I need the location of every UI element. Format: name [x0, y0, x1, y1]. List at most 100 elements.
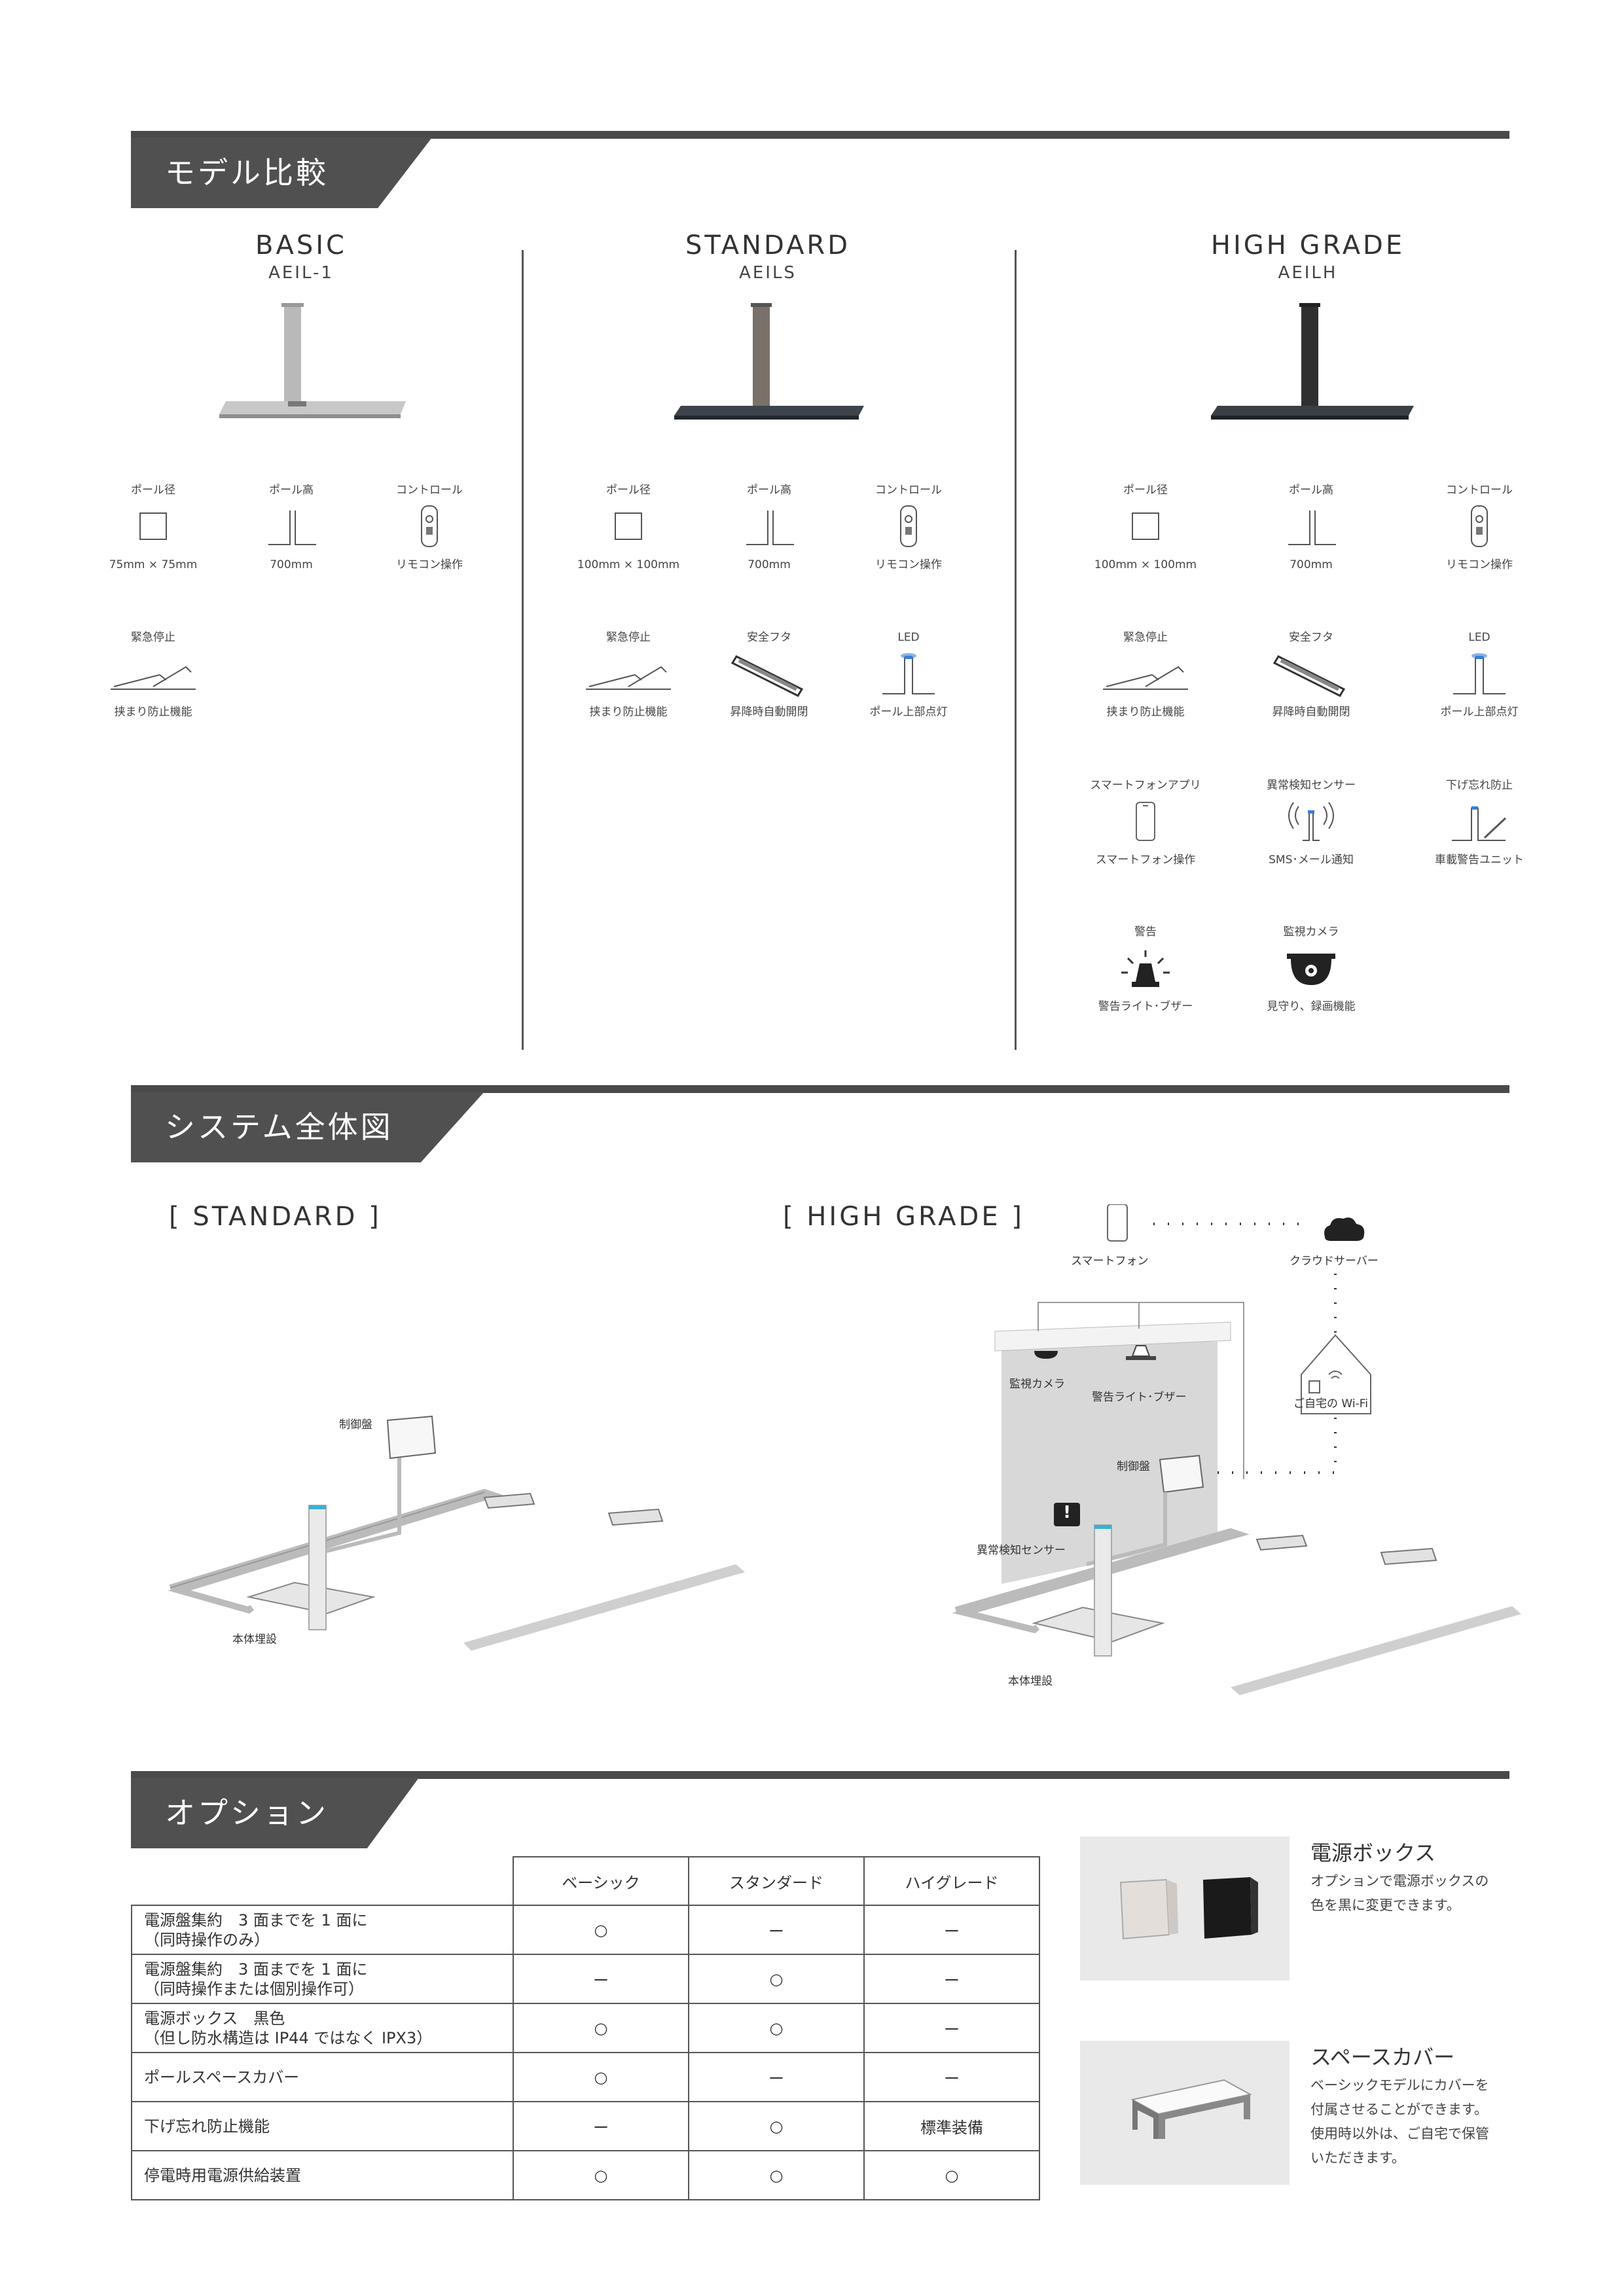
dome-camera-icon	[1287, 954, 1335, 985]
section-title-model-compare: モデル比較	[131, 137, 432, 208]
column-divider-1	[522, 250, 524, 1050]
option-title-space-cover: スペースカバー	[1310, 2045, 1455, 2070]
table-cell: ○	[688, 2003, 865, 2053]
table-header-row: ベーシック スタンダード ハイグレード	[132, 1856, 1040, 1906]
anomaly-sensor-mark: !	[1063, 1503, 1071, 1522]
led-pole-icon	[1453, 653, 1506, 694]
table-cell: ○	[863, 2150, 1040, 2200]
standard-system-diagram	[168, 1415, 745, 1651]
feature-emergency-stop-highgrade: 緊急停止 挟まり防止機能	[1060, 630, 1231, 720]
label-body-buried-standard: 本体埋設	[232, 1633, 277, 1646]
product-image-highgrade	[1211, 303, 1414, 420]
row-label: 電源盤集約 3 面までを 1 面に（同時操作または個別操作可）	[131, 1954, 514, 2004]
table-header: ハイグレード	[863, 1856, 1040, 1906]
option-image-power-box	[1080, 1837, 1290, 1981]
label-body-buried-highgrade: 本体埋設	[1008, 1675, 1053, 1688]
section-rule-model	[131, 131, 1509, 139]
feature-pole-diameter-basic: ポール径 75mm × 75mm	[109, 484, 198, 571]
table-cell: ー	[863, 1905, 1040, 1955]
model-code-basic: AEIL-1	[268, 263, 334, 283]
option-desc-power-box: オプションで電源ボックスの色を黒に変更できます。	[1310, 1873, 1489, 1913]
product-image-basic	[219, 303, 406, 418]
options-table: ベーシック スタンダード ハイグレード 電源盤集約 3 面までを 1 面に（同時…	[131, 1856, 1040, 2200]
feature-pole-diameter-standard: ポール径 100mm × 100mm	[577, 484, 680, 571]
square-icon	[615, 512, 642, 540]
row-label: 電源ボックス 黒色（但し防水構造は IP44 ではなく IPX3）	[131, 2003, 514, 2053]
feature-pole-height-basic: ポール高 700mm	[206, 482, 376, 573]
feature-control-highgrade: コントロール リモコン操作	[1446, 484, 1513, 571]
remote-control-icon	[900, 505, 917, 547]
feature-emergency-stop-basic: 緊急停止 挟まり防止機能	[68, 630, 238, 720]
model-code-standard: AEILS	[739, 263, 797, 283]
table-row: 電源盤集約 3 面までを 1 面に（同時操作または個別操作可） ー ○ ー	[131, 1954, 1040, 2004]
section-title-options: オプション	[131, 1778, 419, 1848]
label-anomaly-sensor: 異常検知センサー	[977, 1544, 1066, 1557]
table-cell: ー	[688, 1905, 865, 1955]
feature-pole-diameter-highgrade: ポール径 100mm × 100mm	[1094, 484, 1197, 571]
table-cell: ○	[513, 2150, 689, 2200]
row-label: ポールスペースカバー	[131, 2052, 514, 2102]
smartphone-icon	[1136, 802, 1155, 841]
feature-led-highgrade: LED ポール上部点灯	[1440, 631, 1519, 719]
table-cell: ー	[863, 1954, 1040, 2004]
table-cell: ー	[863, 2052, 1040, 2102]
row-label: 停電時用電源供給装置	[131, 2150, 514, 2200]
pole-height-icon	[1288, 511, 1336, 545]
feature-safety-lid-standard: 安全フタ 昇降時自動開閉	[730, 631, 808, 719]
feature-led-standard: LED ポール上部点灯	[869, 631, 948, 719]
pole-height-icon	[746, 511, 794, 545]
section-rule-system	[131, 1085, 1509, 1093]
model-name-standard: STANDARD	[685, 230, 851, 260]
pole-height-icon	[268, 511, 316, 545]
row-label: 電源盤集約 3 面までを 1 面に（同時操作のみ）	[131, 1905, 514, 1955]
label-smartphone: スマートフォン	[1071, 1255, 1149, 1268]
table-row: 停電時用電源供給装置 ○ ○ ○	[131, 2150, 1040, 2200]
power-box-illustration	[1119, 1877, 1258, 1940]
feature-warning: 警告 警告ライト･ブザー	[1098, 925, 1193, 1013]
label-home-wifi: ご自宅の Wi-Fi	[1293, 1397, 1368, 1410]
feature-smartphone-app: スマートフォンアプリ スマートフォン操作	[1090, 779, 1201, 867]
feature-anomaly-sensor: 異常検知センサー SMS･メール通知	[1267, 779, 1356, 867]
option-image-space-cover	[1080, 2041, 1290, 2185]
pinch-prevention-icon	[586, 666, 671, 690]
option-title-power-box: 電源ボックス	[1310, 1840, 1436, 1865]
table-cell: ー	[688, 2052, 865, 2102]
table-cell: 標準装備	[863, 2101, 1040, 2151]
label-control-panel-highgrade: 制御盤	[1117, 1460, 1150, 1473]
column-divider-2	[1015, 250, 1017, 1050]
label-warning-light: 警告ライト･ブザー	[1092, 1391, 1187, 1404]
table-cell: ー	[863, 2003, 1040, 2053]
table-header: ベーシック	[513, 1856, 689, 1906]
warning-light-icon	[1121, 950, 1170, 987]
table-cell: ○	[688, 1954, 865, 2004]
table-row: ポールスペースカバー ○ ー ー	[131, 2052, 1040, 2102]
label-cloud-server: クラウドサーバー	[1290, 1255, 1379, 1268]
pinch-prevention-icon	[1103, 666, 1188, 690]
feature-safety-lid-highgrade: 安全フタ 昇降時自動開閉	[1272, 631, 1350, 719]
safety-lid-icon	[1272, 655, 1346, 697]
remote-control-icon	[1471, 505, 1488, 547]
option-desc-space-cover: ベーシックモデルにカバーを付属させることができます。使用時以外は、ご自宅で保管い…	[1310, 2077, 1489, 2166]
model-name-basic: BASIC	[255, 230, 347, 260]
feature-camera: 監視カメラ 見守り、録画機能	[1267, 925, 1356, 1013]
lower-forget-icon	[1452, 806, 1507, 841]
table-row: 電源ボックス 黒色（但し防水構造は IP44 ではなく IPX3） ○ ○ ー	[131, 2003, 1040, 2053]
model-name-highgrade: HIGH GRADE	[1210, 230, 1405, 260]
table-cell: ○	[513, 2003, 689, 2053]
feature-emergency-stop-standard: 緊急停止 挟まり防止機能	[543, 630, 713, 720]
table-cell: ー	[513, 2101, 689, 2151]
feature-pole-height-highgrade: ポール高 700mm	[1226, 482, 1396, 573]
table-cell: ○	[513, 1905, 689, 1955]
label-control-panel-standard: 制御盤	[339, 1418, 372, 1431]
highgrade-system-diagram	[952, 1204, 1521, 1695]
table-cell: ー	[513, 1954, 689, 2004]
space-cover-illustration	[1130, 2079, 1252, 2139]
feature-pole-height-standard: ポール高 700mm	[684, 482, 854, 573]
square-icon	[139, 512, 167, 540]
table-corner	[132, 1857, 513, 1905]
product-image-standard	[674, 303, 864, 420]
table-row: 下げ忘れ防止機能 ー ○ 標準装備	[131, 2101, 1040, 2151]
feature-control-basic: コントロール リモコン操作	[396, 484, 463, 571]
square-icon	[1132, 512, 1159, 540]
table-cell: ○	[688, 2150, 865, 2200]
